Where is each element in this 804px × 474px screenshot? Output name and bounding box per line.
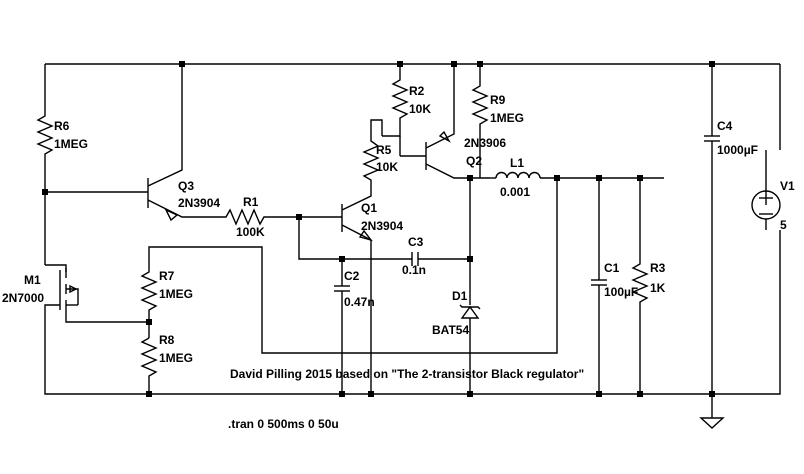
junction-dot <box>596 391 602 397</box>
r3-value-label: 1K <box>650 281 666 295</box>
junction-dot <box>596 175 602 181</box>
r1-value-label: 100K <box>236 225 265 239</box>
c1-name-label: C1 <box>604 261 620 275</box>
r1-resistor <box>218 208 299 226</box>
c1-capacitor <box>591 178 607 394</box>
q1-name-label: Q1 <box>361 201 377 215</box>
q2-name-label: Q2 <box>466 154 482 168</box>
r8-value-label: 1MEG <box>159 351 193 365</box>
r5-resistor <box>362 119 383 185</box>
v1-voltage-source <box>751 150 781 230</box>
q3-transistor <box>45 64 218 222</box>
junction-dot <box>451 61 457 67</box>
d1-diode <box>459 178 481 394</box>
m1-mosfet <box>44 264 149 330</box>
c1-value-label: 100µF <box>604 285 638 299</box>
junction-dot <box>554 175 560 181</box>
r8-name-label: R8 <box>159 333 175 347</box>
junction-dot <box>368 391 374 397</box>
r2-value-label: 10K <box>409 102 431 116</box>
r3-resistor <box>631 178 649 394</box>
ground-symbol <box>699 417 725 429</box>
c3-value-label: 0.1n <box>402 263 426 277</box>
r9-name-label: R9 <box>490 93 506 107</box>
junction-dot <box>296 214 302 220</box>
c2-capacitor <box>334 259 350 394</box>
junction-dot <box>709 391 715 397</box>
m1-model-label: 2N7000 <box>2 291 44 305</box>
c4-capacitor <box>704 64 720 394</box>
r7-name-label: R7 <box>159 269 175 283</box>
r6-name-label: R6 <box>54 119 70 133</box>
junction-dot <box>637 391 643 397</box>
c3-capacitor <box>411 252 470 266</box>
junction-dot <box>467 175 473 181</box>
junction-dot <box>146 319 152 325</box>
junction-dot <box>339 256 345 262</box>
r5-name-label: R5 <box>376 143 392 157</box>
q2-transistor <box>400 64 470 179</box>
q3-model-label: 2N3904 <box>178 196 220 210</box>
l1-name-label: L1 <box>510 156 524 170</box>
r8-resistor <box>140 337 158 394</box>
q2-model-label: 2N3906 <box>464 136 506 150</box>
r1-name-label: R1 <box>243 195 259 209</box>
m1-name-label: M1 <box>24 273 41 287</box>
r7-resistor <box>140 268 158 338</box>
c3-name-label: C3 <box>408 235 424 249</box>
q3-name-label: Q3 <box>178 179 194 193</box>
r2-name-label: R2 <box>409 84 425 98</box>
d1-model-label: BAT54 <box>432 323 469 337</box>
junction-dot <box>467 256 473 262</box>
r9-resistor <box>470 64 490 179</box>
junction-dot <box>146 391 152 397</box>
r2-resistor <box>382 64 409 156</box>
q1-model-label: 2N3904 <box>361 219 403 233</box>
r5-value-label: 10K <box>376 160 398 174</box>
d1-name-label: D1 <box>452 289 468 303</box>
feedback-wire <box>148 178 558 354</box>
c4-name-label: C4 <box>717 119 733 133</box>
junction-dot <box>179 61 185 67</box>
junction-dot <box>397 61 403 67</box>
junction-dots <box>42 61 715 397</box>
junction-dot <box>42 189 48 195</box>
c4-value-label: 1000µF <box>717 143 758 157</box>
junction-dot <box>637 175 643 181</box>
r3-name-label: R3 <box>650 261 666 275</box>
r6-value-label: 1MEG <box>54 137 88 151</box>
l1-value-label: 0.001 <box>500 185 530 199</box>
q1-transistor <box>298 185 412 394</box>
c2-value-label: 0.47n <box>344 295 375 309</box>
ground-rail-wire <box>44 230 781 418</box>
top-rail-wire <box>44 63 781 150</box>
r7-value-label: 1MEG <box>159 287 193 301</box>
c2-name-label: C2 <box>344 269 360 283</box>
spice-directive: .tran 0 500ms 0 50u <box>228 417 339 431</box>
r6-resistor <box>36 110 54 265</box>
v1-name-label: V1 <box>780 179 795 193</box>
v1-value-label: 5 <box>780 218 787 232</box>
junction-dot <box>477 61 483 67</box>
schematic-caption: David Pilling 2015 based on "The 2-trans… <box>230 367 584 381</box>
junction-dot <box>339 391 345 397</box>
junction-dot <box>709 61 715 67</box>
r9-value-label: 1MEG <box>490 111 524 125</box>
junction-dot <box>467 391 473 397</box>
